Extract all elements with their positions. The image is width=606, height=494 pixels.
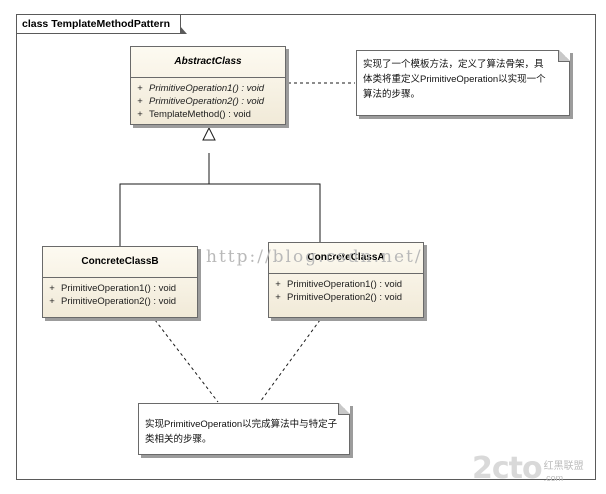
operations-abstract: + PrimitiveOperation1() : void + Primiti… bbox=[131, 78, 285, 123]
operation-signature: PrimitiveOperation2() : void bbox=[287, 292, 403, 303]
note-line: 实现了一个模板方法，定义了算法骨架，具 bbox=[363, 59, 544, 70]
note-line: 算法的步骤。 bbox=[363, 89, 421, 100]
note-line: 体类将重定义PrimitiveOperation以实现一个 bbox=[363, 74, 546, 85]
abstract-class-box[interactable]: AbstractClass + PrimitiveOperation1() : … bbox=[130, 46, 286, 125]
visibility-marker: + bbox=[275, 292, 281, 303]
logo-chinese: 红黑联盟 bbox=[543, 461, 584, 472]
operation-signature: PrimitiveOperation2() : void bbox=[61, 296, 177, 307]
visibility-marker: + bbox=[137, 109, 143, 120]
operation-signature: TemplateMethod() : void bbox=[149, 109, 251, 120]
note-line: 类相关的步骤。 bbox=[145, 434, 212, 445]
operation-row: + PrimitiveOperation2() : void bbox=[131, 95, 285, 108]
operations-concrete-b: + PrimitiveOperation1() : void + Primiti… bbox=[43, 278, 197, 310]
frame-title: class TemplateMethodPattern bbox=[17, 15, 188, 34]
operation-row: + TemplateMethod() : void bbox=[131, 108, 285, 121]
operation-signature: PrimitiveOperation1() : void bbox=[149, 83, 265, 94]
watermark-logo: 2cto 红黑联盟 .com bbox=[472, 452, 584, 484]
generalization-b bbox=[119, 153, 210, 246]
operations-concrete-a: + PrimitiveOperation1() : void + Primiti… bbox=[269, 274, 423, 306]
visibility-marker: + bbox=[49, 296, 55, 307]
generalization-arrowhead bbox=[202, 126, 216, 141]
operation-signature: PrimitiveOperation1() : void bbox=[61, 283, 177, 294]
visibility-marker: + bbox=[137, 83, 143, 94]
logo-text: 2cto bbox=[472, 451, 543, 486]
class-name-concrete-b: ConcreteClassB bbox=[43, 247, 197, 278]
note-primitive-operation[interactable]: 实现PrimitiveOperation以完成算法中与特定子 类相关的步骤。 bbox=[138, 403, 350, 455]
bottom-note-anchor-a bbox=[259, 319, 321, 403]
note-template-method[interactable]: 实现了一个模板方法，定义了算法骨架，具 体类将重定义PrimitiveOpera… bbox=[356, 50, 570, 116]
operation-row: + PrimitiveOperation1() : void bbox=[131, 82, 285, 95]
operation-signature: PrimitiveOperation1() : void bbox=[287, 279, 403, 290]
operation-signature: PrimitiveOperation2() : void bbox=[149, 96, 265, 107]
generalization-a bbox=[209, 183, 321, 242]
bottom-note-anchor-b bbox=[154, 319, 219, 403]
diagram-frame: class TemplateMethodPattern bbox=[16, 14, 596, 480]
visibility-marker: + bbox=[137, 96, 143, 107]
class-name-abstract: AbstractClass bbox=[131, 47, 285, 78]
operation-row: + PrimitiveOperation1() : void bbox=[269, 278, 423, 291]
class-name-concrete-a: ConcreteClassA bbox=[269, 243, 423, 274]
visibility-marker: + bbox=[275, 279, 281, 290]
watermark-url: http://blog.csdn.net/ bbox=[206, 247, 423, 267]
logo-domain: .com bbox=[543, 473, 564, 483]
operation-row: + PrimitiveOperation2() : void bbox=[43, 295, 197, 308]
concrete-class-a-box[interactable]: ConcreteClassA + PrimitiveOperation1() :… bbox=[268, 242, 424, 318]
operation-row: + PrimitiveOperation1() : void bbox=[43, 282, 197, 295]
note-line: 实现PrimitiveOperation以完成算法中与特定子 bbox=[145, 419, 338, 430]
concrete-class-b-box[interactable]: ConcreteClassB + PrimitiveOperation1() :… bbox=[42, 246, 198, 318]
visibility-marker: + bbox=[49, 283, 55, 294]
operation-row: + PrimitiveOperation2() : void bbox=[269, 291, 423, 304]
logo-side: 红黑联盟 .com bbox=[544, 461, 584, 484]
